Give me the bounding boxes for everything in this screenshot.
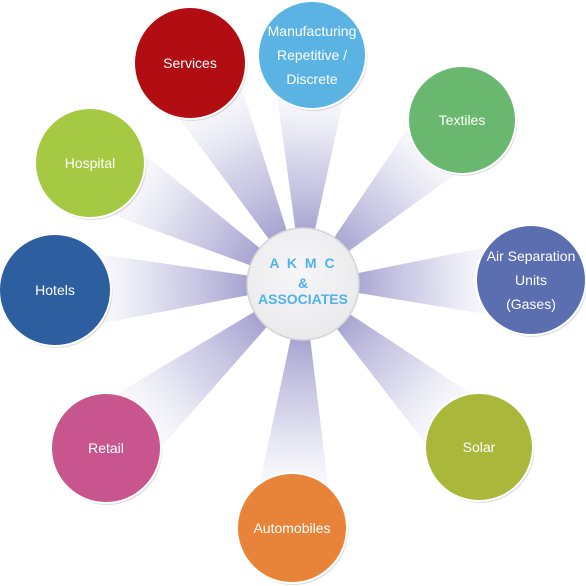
- hub-label-line-2: &: [298, 275, 308, 291]
- node-circle-hotels: [0, 233, 112, 347]
- node-label-air-separation-line-2: Units: [515, 272, 547, 288]
- node-label-solar: Solar: [463, 439, 496, 455]
- sector-node-hospital: Hospital: [34, 107, 147, 220]
- sector-node-retail: Retail: [50, 392, 163, 505]
- hub-circle: [246, 227, 360, 341]
- node-circle-textiles: [407, 65, 517, 175]
- node-label-textiles: Textiles: [439, 112, 486, 128]
- node-label-air-separation-line-1: Air Separation: [487, 248, 576, 264]
- sector-node-services: Services: [133, 6, 248, 121]
- node-label-services: Services: [163, 55, 217, 71]
- node-label-air-separation-line-3: (Gases): [506, 296, 556, 312]
- ray-manufacturing: [272, 64, 351, 235]
- node-circle-solar: [424, 392, 534, 502]
- sector-node-automobiles: Automobiles: [236, 472, 349, 585]
- node-label-manufacturing-line-3: Discrete: [286, 71, 338, 87]
- hub-label-line-1: A K M C: [269, 255, 336, 271]
- node-circle-air-separation: [475, 224, 586, 336]
- center-hub: A K M C & ASSOCIATES: [246, 227, 360, 341]
- node-label-hospital: Hospital: [65, 155, 116, 171]
- sector-node-hotels: Hotels: [0, 233, 113, 348]
- node-circle-hospital: [34, 107, 146, 219]
- ray-automobiles: [252, 333, 333, 519]
- node-label-manufacturing-line-2: Repetitive /: [277, 47, 347, 63]
- node-label-automobiles: Automobiles: [253, 520, 330, 536]
- node-circle-manufacturing: [257, 0, 367, 110]
- sector-node-textiles: Textiles: [407, 65, 518, 176]
- node-circle-retail: [50, 392, 162, 504]
- ray-hotels: [65, 249, 254, 330]
- node-label-manufacturing-line-1: Manufacturing: [268, 23, 357, 39]
- node-circle-services: [133, 6, 247, 120]
- node-label-retail: Retail: [88, 440, 124, 456]
- hub-label-line-3: ASSOCIATES: [258, 291, 348, 307]
- sector-node-solar: Solar: [424, 392, 535, 503]
- node-label-hotels: Hotels: [35, 282, 75, 298]
- node-circle-automobiles: [236, 472, 348, 584]
